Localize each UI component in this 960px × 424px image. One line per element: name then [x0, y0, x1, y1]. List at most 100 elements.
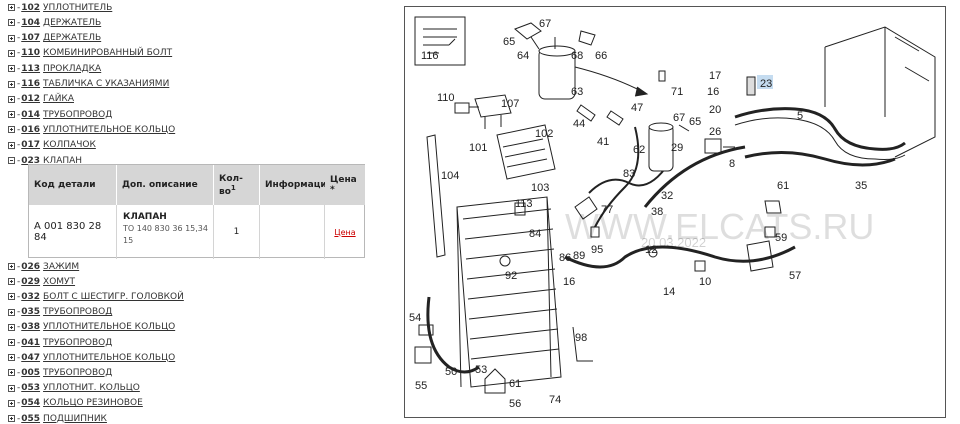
- group-name-link[interactable]: УПЛОТНИТЕЛЬНОЕ КОЛЬЦО: [43, 322, 176, 333]
- group-name-link[interactable]: ЗАЖИМ: [43, 261, 80, 272]
- group-code-link[interactable]: 029: [21, 276, 41, 287]
- group-code-link[interactable]: 104: [21, 17, 41, 28]
- group-code-link[interactable]: 035: [21, 307, 41, 318]
- callout-83[interactable]: 83: [623, 168, 635, 180]
- callout-65[interactable]: 65: [689, 116, 701, 128]
- callout-86[interactable]: 86: [559, 252, 571, 264]
- callout-103[interactable]: 103: [531, 182, 549, 194]
- group-code-link[interactable]: 032: [21, 291, 41, 302]
- group-name-link[interactable]: УПЛОТНИТЕЛЬНОЕ КОЛЬЦО: [43, 124, 176, 135]
- callout-35[interactable]: 35: [855, 180, 867, 192]
- callout-71[interactable]: 71: [671, 86, 683, 98]
- callout-92[interactable]: 92: [505, 270, 517, 282]
- callout-5[interactable]: 5: [797, 110, 803, 122]
- group-code-link[interactable]: 026: [21, 261, 41, 272]
- group-code-link[interactable]: 012: [21, 94, 41, 105]
- group-code-link[interactable]: 113: [21, 63, 41, 74]
- callout-95[interactable]: 95: [591, 244, 603, 256]
- expand-icon[interactable]: [8, 369, 15, 377]
- group-name-link[interactable]: КОМБИНИРОВАННЫЙ БОЛТ: [43, 48, 173, 59]
- callout-110[interactable]: 110: [437, 92, 455, 104]
- callout-26[interactable]: 26: [709, 126, 721, 138]
- expand-icon[interactable]: [8, 65, 15, 73]
- group-name-link[interactable]: КЛАПАН: [43, 155, 83, 166]
- callout-89[interactable]: 89: [573, 250, 585, 262]
- group-code-link[interactable]: 041: [21, 337, 41, 348]
- group-name-link[interactable]: КОЛЬЦО РЕЗИНОВОЕ: [43, 398, 143, 409]
- callout-62[interactable]: 62: [633, 144, 645, 156]
- group-code-link[interactable]: 102: [21, 2, 41, 13]
- group-code-link[interactable]: 017: [21, 140, 41, 151]
- expand-icon[interactable]: [8, 308, 15, 316]
- callout-61[interactable]: 61: [777, 180, 789, 192]
- callout-101[interactable]: 101: [469, 142, 487, 154]
- callout-14[interactable]: 14: [663, 286, 675, 298]
- expand-icon[interactable]: [8, 80, 15, 88]
- callout-84[interactable]: 84: [529, 228, 541, 240]
- callout-29[interactable]: 29: [671, 142, 683, 154]
- group-name-link[interactable]: КОЛПАЧОК: [43, 140, 96, 151]
- callout-107[interactable]: 107: [501, 98, 519, 110]
- group-code-link[interactable]: 038: [21, 322, 41, 333]
- callout-17[interactable]: 17: [709, 70, 721, 82]
- expand-icon[interactable]: [8, 49, 15, 57]
- callout-77[interactable]: 77: [601, 204, 613, 216]
- callout-50[interactable]: 50: [445, 366, 457, 378]
- group-code-link[interactable]: 107: [21, 33, 41, 44]
- group-code-link[interactable]: 023: [21, 155, 41, 166]
- callout-20[interactable]: 20: [709, 104, 721, 116]
- group-name-link[interactable]: ГАЙКА: [43, 94, 74, 105]
- expand-icon[interactable]: [8, 384, 15, 392]
- group-code-link[interactable]: 053: [21, 383, 41, 394]
- callout-66[interactable]: 66: [595, 50, 607, 62]
- group-name-link[interactable]: УПЛОТНИТЕЛЬ: [43, 2, 113, 13]
- callout-16[interactable]: 16: [563, 276, 575, 288]
- expand-icon[interactable]: [8, 4, 15, 11]
- callout-104[interactable]: 104: [441, 170, 459, 182]
- group-name-link[interactable]: УПЛОТНИТЕЛЬНОЕ КОЛЬЦО: [43, 352, 176, 363]
- group-name-link[interactable]: ТАБЛИЧКА С УКАЗАНИЯМИ: [43, 79, 170, 89]
- group-name-link[interactable]: ПРОКЛАДКА: [43, 63, 102, 74]
- expand-icon[interactable]: [8, 111, 15, 119]
- callout-57[interactable]: 57: [789, 270, 801, 282]
- expand-icon[interactable]: [8, 278, 15, 286]
- collapse-icon[interactable]: [8, 157, 15, 164]
- callout-64[interactable]: 64: [517, 50, 529, 62]
- callout-12[interactable]: 12: [645, 244, 657, 256]
- group-code-link[interactable]: 110: [21, 48, 41, 59]
- expand-icon[interactable]: [8, 19, 15, 27]
- expand-icon[interactable]: [8, 399, 15, 407]
- group-name-link[interactable]: УПЛОТНИТ. КОЛЬЦО: [43, 383, 140, 394]
- expand-icon[interactable]: [8, 415, 15, 422]
- callout-102[interactable]: 102: [535, 128, 553, 140]
- expand-icon[interactable]: [8, 323, 15, 331]
- callout-65[interactable]: 65: [503, 36, 515, 48]
- group-name-link[interactable]: ТРУБОПРОВОД: [43, 307, 113, 318]
- group-name-link[interactable]: ДЕРЖАТЕЛЬ: [43, 33, 102, 44]
- callout-47[interactable]: 47: [631, 102, 643, 114]
- callout-59[interactable]: 59: [775, 232, 787, 244]
- expand-icon[interactable]: [8, 293, 15, 301]
- callout-32[interactable]: 32: [661, 190, 673, 202]
- group-name-link[interactable]: ХОМУТ: [43, 276, 76, 287]
- callout-116[interactable]: 116: [421, 50, 439, 62]
- callout-10[interactable]: 10: [699, 276, 711, 288]
- group-code-link[interactable]: 116: [21, 79, 41, 89]
- callout-38[interactable]: 38: [651, 206, 663, 218]
- callout-67[interactable]: 67: [539, 18, 551, 30]
- callout-8[interactable]: 8: [729, 158, 735, 170]
- callout-55[interactable]: 55: [415, 380, 427, 392]
- group-code-link[interactable]: 016: [21, 124, 41, 135]
